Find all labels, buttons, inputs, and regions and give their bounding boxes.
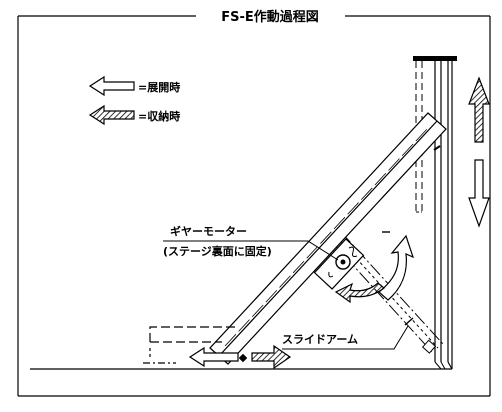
base-deploy-arrow-icon (188, 346, 239, 368)
deploy-arrow-icon (88, 75, 135, 97)
legend: =展開時 =収納時 (88, 75, 180, 126)
frame (17, 15, 491, 397)
base-store-arrow-icon (251, 344, 292, 370)
down-arrow-icon (468, 159, 490, 228)
slide-arm-callout: スライドアーム (282, 325, 409, 350)
inclined-stage (209, 112, 447, 365)
rotate-up-arrow-icon (378, 234, 414, 301)
up-arrow-icon (468, 76, 490, 143)
diagram-title: FS-E作動過程図 (221, 9, 319, 25)
legend-store-label: =収納時 (138, 109, 180, 123)
gear-motor-callout: ギヤーモーター (ステージ裏面に固定) (163, 224, 339, 261)
deployed-stage-outline (143, 326, 236, 364)
gear-motor-unit (313, 238, 365, 290)
rotate-down-arrow-icon (334, 282, 385, 304)
slide-arm-label: スライドアーム (282, 333, 358, 346)
stored-stage (413, 56, 457, 370)
gear-motor-label: ギヤーモーター (170, 224, 247, 238)
store-arrow-icon (88, 104, 135, 126)
legend-deploy-label: =展開時 (138, 80, 180, 94)
gear-motor-note: (ステージ裏面に固定) (163, 244, 272, 258)
